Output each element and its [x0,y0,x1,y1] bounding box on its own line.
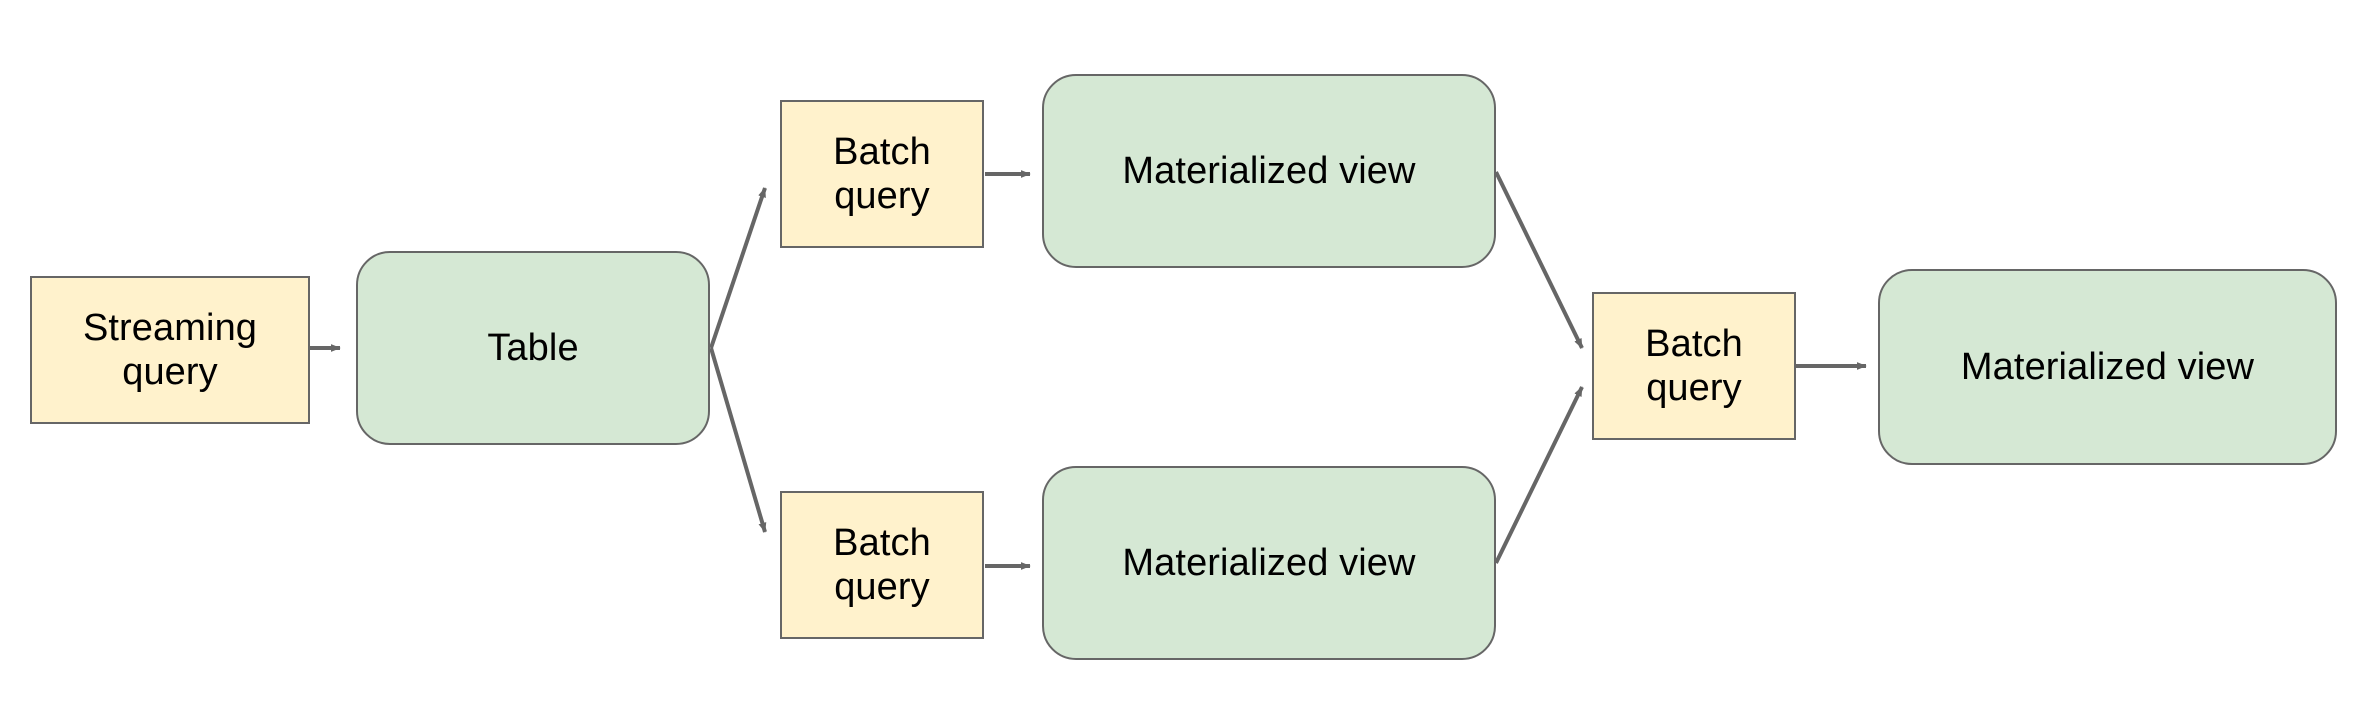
node-batch-query-bottom[interactable]: Batch query [780,491,984,639]
node-batch-query-bottom-label: Batch query [833,521,931,608]
edge-mv-bottom-to-batch-merge [1494,386,1584,564]
node-table[interactable]: Table [356,251,710,445]
node-batch-query-top-label: Batch query [833,130,931,217]
node-streaming-query[interactable]: Streaming query [30,276,310,424]
node-materialized-view-final-label: Materialized view [1960,345,2255,388]
node-batch-query-top[interactable]: Batch query [780,100,984,248]
node-materialized-view-bottom[interactable]: Materialized view [1042,466,1496,660]
edge-table-to-batch-top [709,187,767,349]
node-streaming-query-label: Streaming query [82,306,258,393]
node-materialized-view-bottom-label: Materialized view [1122,541,1416,584]
node-materialized-view-final[interactable]: Materialized view [1878,269,2337,465]
node-materialized-view-top-label: Materialized view [1122,149,1416,192]
node-table-label: Table [487,326,579,369]
edge-table-to-batch-bottom [709,347,767,533]
node-materialized-view-top[interactable]: Materialized view [1042,74,1496,268]
node-batch-query-merge-label: Batch query [1645,322,1743,409]
edge-mv-top-to-batch-merge [1494,171,1584,349]
node-batch-query-merge[interactable]: Batch query [1592,292,1796,440]
